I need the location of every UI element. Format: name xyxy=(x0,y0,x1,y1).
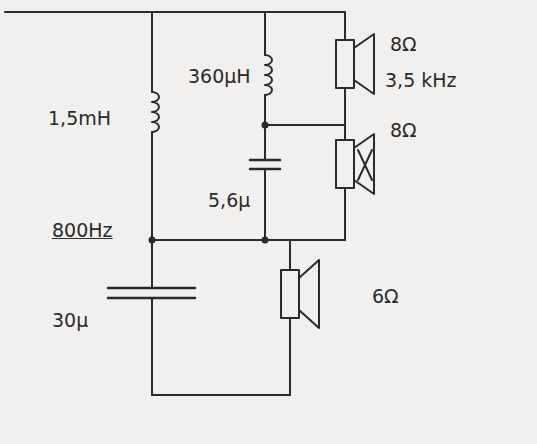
component-value: 360µH xyxy=(188,66,251,87)
wire xyxy=(264,12,266,55)
component-value: 5,6µ xyxy=(208,190,250,211)
speaker-symbol xyxy=(354,134,374,194)
capacitor-symbol xyxy=(108,288,195,298)
wire xyxy=(344,125,346,240)
wire xyxy=(151,12,153,92)
wire xyxy=(265,124,345,126)
component-value: 3,5 kHz xyxy=(385,70,457,91)
wire xyxy=(152,394,290,396)
speaker-symbol xyxy=(354,34,374,94)
component-value: 1,5mH xyxy=(48,108,111,129)
wire xyxy=(152,239,345,241)
capacitor-symbol xyxy=(250,160,280,169)
wire xyxy=(151,240,153,288)
component-value: 8Ω xyxy=(390,120,417,141)
inductor-symbol xyxy=(265,55,272,95)
wire xyxy=(264,169,266,240)
component-value: 6Ω xyxy=(372,286,399,307)
speaker-symbol xyxy=(299,260,319,328)
wire xyxy=(344,12,346,125)
wire xyxy=(151,132,153,240)
component-value: 800Hz xyxy=(52,220,113,241)
speaker-symbol xyxy=(336,140,354,188)
speaker-symbol xyxy=(281,270,299,318)
component-value: 8Ω xyxy=(390,34,417,55)
junction-dot xyxy=(263,238,268,243)
speaker-symbol xyxy=(336,40,354,88)
wire xyxy=(151,298,153,395)
wire xyxy=(5,11,345,13)
inductor-symbol xyxy=(152,92,159,132)
component-value: 30µ xyxy=(52,310,88,331)
